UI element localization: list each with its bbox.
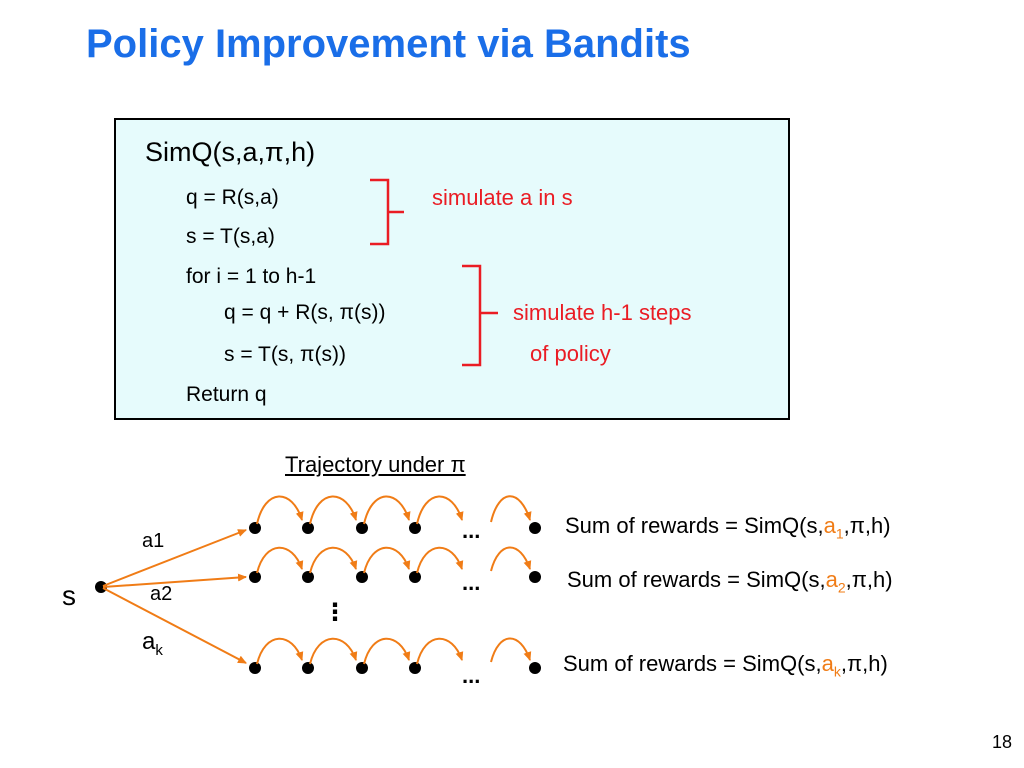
transition-arrow (490, 546, 532, 572)
transition-arrow (309, 546, 358, 574)
state-node (409, 662, 421, 674)
slide-title: Policy Improvement via Bandits (86, 22, 691, 66)
sum-action-2-sub: 2 (837, 579, 846, 596)
sum-prefix: Sum of rewards = SimQ(s, (567, 567, 826, 592)
transition-arrow (490, 495, 532, 523)
transition-arrow (363, 546, 411, 574)
state-node (529, 571, 541, 583)
sum-action-2: a2 (825, 567, 846, 596)
root-node (95, 581, 107, 593)
sum-action-k-sub: k (833, 663, 841, 680)
state-node (302, 522, 314, 534)
trajectory-row-1 (249, 495, 541, 534)
state-node (249, 662, 261, 674)
transition-arrow (416, 637, 464, 665)
code-line-6: Return q (186, 383, 267, 406)
sum-action-k: ak (821, 651, 841, 680)
transition-arrow (490, 637, 532, 663)
transition-arrow (256, 637, 304, 665)
bracket-simulate-a (370, 178, 404, 246)
sum-action-k-base: a (821, 651, 834, 676)
trajectory-row-k (249, 637, 541, 674)
transition-arrow (416, 495, 464, 525)
action-a1-label: a1 (142, 530, 165, 552)
annotation-of-policy: of policy (530, 341, 611, 366)
row3-ellipsis: ... (462, 663, 481, 688)
transition-arrow (256, 495, 304, 525)
code-line-3: for i = 1 to h-1 (186, 265, 317, 288)
sum-suffix: ,π,h) (843, 513, 891, 538)
sum-prefix: Sum of rewards = SimQ(s, (563, 651, 822, 676)
action-a2-label: a2 (150, 583, 173, 605)
sum-suffix: ,π,h) (840, 651, 888, 676)
transition-arrow (363, 637, 411, 665)
code-line-5: s = T(s, π(s)) (224, 343, 347, 366)
bracket-simulate-steps (462, 264, 498, 367)
state-node (529, 662, 541, 674)
sum-action-1-sub: 1 (835, 525, 844, 542)
sum-prefix: Sum of rewards = SimQ(s, (565, 513, 824, 538)
state-node (249, 571, 261, 583)
state-node (356, 571, 368, 583)
sum-rewards-row-1: Sum of rewards = SimQ(s,a1,π,h) (565, 513, 891, 541)
state-node (356, 522, 368, 534)
state-node (409, 522, 421, 534)
sum-rewards-row-2: Sum of rewards = SimQ(s,a2,π,h) (567, 567, 893, 595)
transition-arrow (256, 546, 304, 574)
root-state-label: s (62, 580, 76, 611)
row1-ellipsis: ... (462, 518, 481, 543)
trajectory-row-2 (249, 546, 541, 583)
sum-suffix: ,π,h) (845, 567, 893, 592)
transition-arrow (309, 637, 358, 665)
trajectory-label: Trajectory under π (285, 452, 466, 477)
sum-action-1: a1 (823, 513, 844, 542)
state-node (302, 571, 314, 583)
transition-arrow (416, 546, 464, 574)
action-ak-base: a (142, 628, 156, 655)
branch-arrow-a1 (102, 529, 247, 587)
code-line-1: q = R(s,a) (186, 186, 279, 209)
sum-action-1-base: a (823, 513, 836, 538)
transition-arrow (309, 495, 358, 525)
vertical-ellipsis: ⋮ (323, 599, 347, 626)
state-node (409, 571, 421, 583)
row2-ellipsis: ... (462, 570, 481, 595)
sum-rewards-row-3: Sum of rewards = SimQ(s,ak,π,h) (563, 651, 888, 679)
annotation-simulate-steps: simulate h-1 steps (513, 300, 692, 325)
sum-action-2-base: a (825, 567, 838, 592)
transition-arrow (363, 495, 411, 525)
action-ak-sub: k (155, 641, 163, 659)
code-line-2: s = T(s,a) (186, 225, 275, 248)
page-number: 18 (992, 732, 1013, 752)
pseudocode-header: SimQ(s,a,π,h) (145, 137, 316, 167)
action-ak-label: ak (142, 628, 163, 659)
annotation-simulate-a: simulate a in s (432, 185, 573, 210)
state-node (302, 662, 314, 674)
state-node (249, 522, 261, 534)
branch-arrow-ak (102, 587, 247, 664)
pseudocode-box (114, 118, 790, 420)
code-line-4: q = q + R(s, π(s)) (224, 301, 386, 324)
branch-arrow-a2 (102, 573, 247, 588)
state-node (356, 662, 368, 674)
state-node (529, 522, 541, 534)
